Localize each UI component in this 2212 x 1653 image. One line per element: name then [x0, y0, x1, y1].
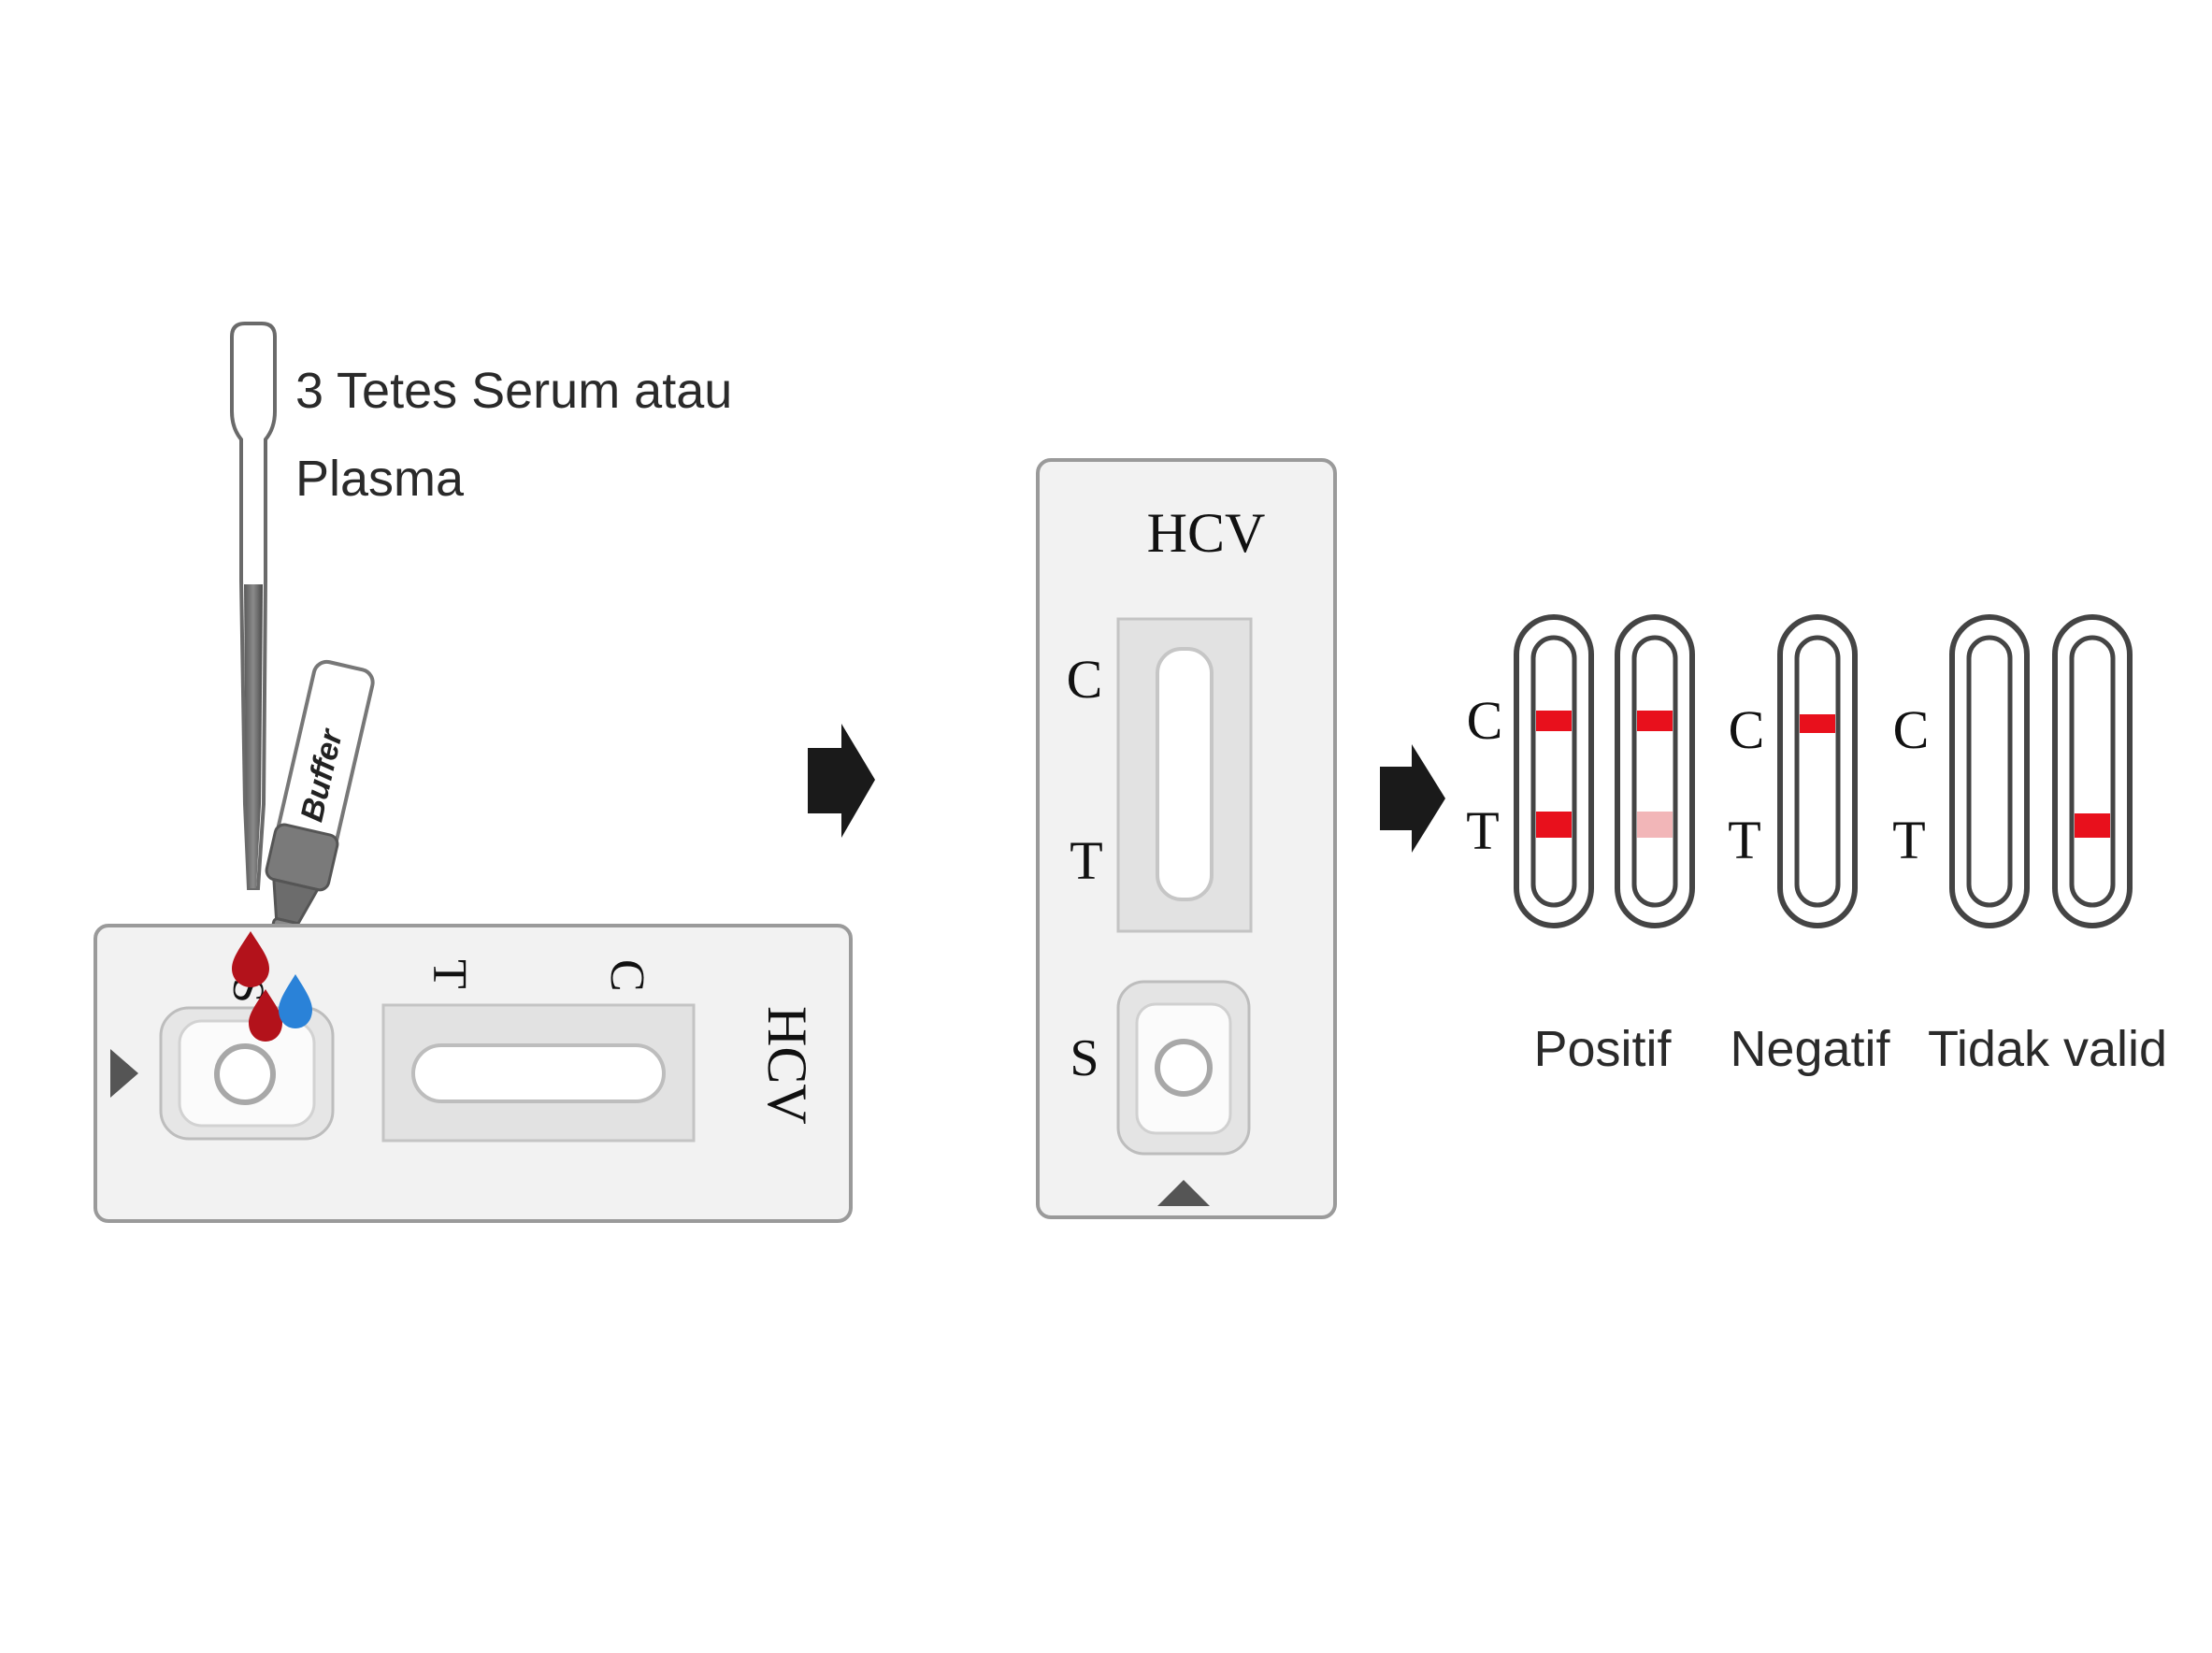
cassette-v-control-label: C: [1067, 649, 1103, 710]
triangle-marker-icon: [110, 1049, 138, 1098]
blood-drop-icon: [249, 989, 282, 1042]
cassette-v-brand: HCV: [1147, 502, 1266, 564]
buffer-drop-icon: [279, 974, 312, 1028]
instruction-line-1: 3 Tetes Serum atau: [295, 363, 732, 419]
test-band: [1536, 812, 1572, 838]
triangle-marker-icon: [1157, 1180, 1210, 1206]
result-strip-invalid-1: [1949, 614, 2030, 928]
cassette-v-test-label: T: [1070, 830, 1102, 891]
result-strip-negative: [1777, 614, 1858, 928]
instruction-line-2: Plasma: [295, 451, 465, 507]
blood-drop-icon: [232, 931, 269, 987]
result-tidak-valid-test-label: T: [1892, 810, 1925, 870]
result-positif-control-label: C: [1467, 690, 1503, 751]
result-tidak-valid-label: Tidak valid: [1928, 1021, 2167, 1077]
arrow-right-icon: [1380, 744, 1445, 853]
control-band: [1637, 711, 1673, 731]
cassette-h-control-label: C: [600, 959, 654, 992]
arrow-right-icon: [808, 724, 875, 838]
result-strip-invalid-2: [2052, 614, 2133, 928]
cassette-vertical: HCV C T S: [1036, 458, 1337, 1219]
test-band: [2075, 813, 2110, 838]
cassette-h-test-label: T: [423, 959, 476, 989]
result-positif-label: Positif: [1533, 1021, 1672, 1077]
control-band: [1800, 714, 1835, 733]
cassette-v-sample-label: S: [1070, 1029, 1099, 1087]
result-tidak-valid-control-label: C: [1893, 699, 1930, 760]
result-strip-positive-1: [1514, 614, 1594, 928]
result-negatif-control-label: C: [1729, 699, 1765, 760]
result-negatif-test-label: T: [1728, 810, 1760, 870]
buffer-dropper-icon: Buffer: [265, 659, 375, 956]
result-negatif-label: Negatif: [1730, 1021, 1890, 1077]
result-strip-positive-2: [1615, 614, 1695, 928]
cassette-horizontal: S T C HCV: [93, 924, 853, 1223]
control-band: [1536, 711, 1572, 731]
cassette-h-brand: HCV: [756, 1006, 818, 1125]
test-band-faint: [1637, 812, 1673, 838]
pipette-icon: [230, 322, 277, 890]
result-positif-test-label: T: [1466, 800, 1499, 861]
